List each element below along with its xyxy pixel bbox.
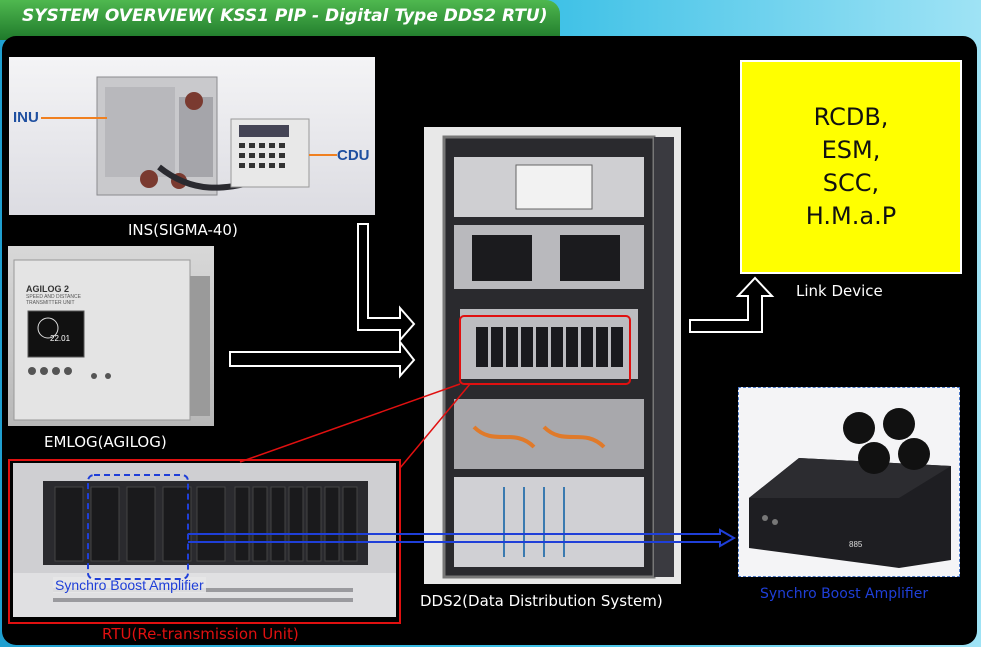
inu-label: INU xyxy=(13,109,39,126)
ins-photo: INU CDU xyxy=(9,57,375,215)
emlog-caption: EMLOG(AGILOG) xyxy=(44,433,167,451)
link-device-box: RCDB, ESM, SCC, H.M.a.P xyxy=(740,60,962,274)
rtu-illustration xyxy=(13,463,396,617)
sba-illustration xyxy=(749,408,951,568)
sba-caption: Synchro Boost Amplifier xyxy=(760,586,929,602)
rtu-photo: Synchro Boost Amplifier xyxy=(13,463,396,617)
emlog-illustration xyxy=(13,259,210,421)
sba-photo: 885 xyxy=(738,387,960,577)
dds-caption: DDS2(Data Distribution System) xyxy=(420,592,663,610)
link-item-scc: SCC, xyxy=(822,169,880,197)
link-item-rcdb: RCDB, xyxy=(813,103,889,131)
rtu-sba-label: Synchro Boost Amplifier xyxy=(53,577,206,593)
emlog-photo: AGILOG 2 SPEED AND DISTANCE TRANSMITTER … xyxy=(8,246,214,426)
rtu-caption: RTU(Re-transmission Unit) xyxy=(102,625,299,643)
emlog-brand: AGILOG 2 xyxy=(26,284,70,294)
ins-illustration xyxy=(41,76,337,196)
sba-plate-text: 885 xyxy=(849,540,863,549)
ins-caption: INS(SIGMA-40) xyxy=(128,221,238,239)
dds-cabinet-photo xyxy=(424,127,681,584)
link-item-esm: ESM, xyxy=(821,136,881,164)
link-item-hmap: H.M.a.P xyxy=(805,202,897,230)
cdu-label: CDU xyxy=(337,147,370,164)
page-title: SYSTEM OVERVIEW( KSS1 PIP - Digital Type… xyxy=(22,6,548,26)
link-device-caption: Link Device xyxy=(796,282,883,300)
emlog-display-value: 22.01 xyxy=(50,334,71,343)
title-tab: SYSTEM OVERVIEW( KSS1 PIP - Digital Type… xyxy=(0,0,560,40)
emlog-subtitle: SPEED AND DISTANCE TRANSMITTER UNIT xyxy=(26,294,81,306)
dds-cabinet-illustration xyxy=(442,135,674,579)
